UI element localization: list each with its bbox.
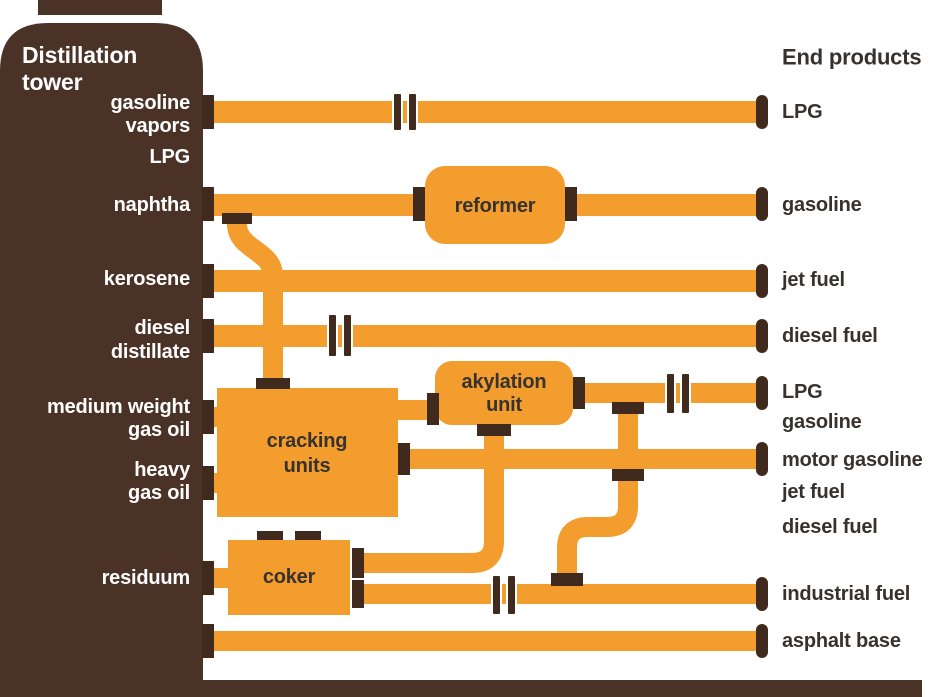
collar-cracking-top xyxy=(256,378,290,389)
pipe-cracking-to-motor-gasoline xyxy=(398,449,762,469)
valve-industrial-a xyxy=(491,574,502,616)
tower-text-group: Distillation tower gasoline vapors LPG n… xyxy=(22,42,191,589)
process-units-group xyxy=(217,166,573,615)
valves-group xyxy=(327,92,691,616)
end-cap-lpg xyxy=(756,95,768,129)
product-diesel-fuel-2: diesel fuel xyxy=(782,516,878,538)
product-motor-gasoline: motor gasoline xyxy=(782,449,923,471)
pipe-residuum-to-asphalt-base xyxy=(203,631,762,651)
end-cap-gasoline xyxy=(756,187,768,221)
pipe-crossover-riser xyxy=(557,398,638,596)
end-cap-industrial-fuel xyxy=(756,577,768,611)
pipe-diesel-distillate-to-diesel-fuel xyxy=(203,325,762,347)
end-cap-asphalt-base xyxy=(756,624,768,658)
product-gasoline: gasoline xyxy=(782,194,862,216)
unit-text-group: reformer akylation unit cracking units c… xyxy=(263,195,547,588)
flange-kerosene xyxy=(202,264,214,298)
tower-label-heavy: heavy xyxy=(134,459,191,481)
tower-label-naphtha: naphtha xyxy=(114,194,191,216)
tower-label-gas-oil-1: gas oil xyxy=(128,419,190,441)
valve-diesel-a xyxy=(327,313,338,358)
flange-gasoline-vapors xyxy=(202,95,214,129)
tower-label-residuum: residuum xyxy=(102,567,190,589)
flange-coker-outlet-bottom xyxy=(352,580,364,608)
product-lpg: LPG xyxy=(782,101,823,123)
tower-label-kerosene: kerosene xyxy=(104,268,190,290)
tower-label-gas-oil-2: gas oil xyxy=(128,482,190,504)
valve-lpg-gasoline-a xyxy=(665,372,676,415)
fittings-group xyxy=(202,95,768,658)
base-bar xyxy=(0,680,922,697)
coker-top-tab-right xyxy=(295,531,321,540)
product-gasoline-2: gasoline xyxy=(782,411,862,433)
collar-riser-motor-gasoline-line xyxy=(612,469,644,481)
akylation-label-line2: unit xyxy=(486,394,522,416)
cracking-label-line1: cracking xyxy=(267,430,348,452)
reformer-unit-box xyxy=(425,166,565,244)
product-lpg-2: LPG xyxy=(782,381,823,403)
akylation-unit-box xyxy=(435,361,573,425)
end-cap-diesel-fuel xyxy=(756,319,768,353)
collar-riser-lpg-line xyxy=(612,402,644,414)
pipe-naphtha-branch-to-cracking xyxy=(227,210,283,392)
tower-label-diesel: diesel xyxy=(135,317,191,339)
distillation-tower-group xyxy=(0,0,922,697)
flange-reformer-outlet xyxy=(565,187,577,221)
valve-industrial-b xyxy=(506,574,517,616)
pipe-coker-riser-to-akylation xyxy=(358,428,504,573)
valve-gasoline-vapors-b xyxy=(407,92,418,132)
flange-diesel-distillate xyxy=(202,319,214,353)
flange-coker-outlet-top xyxy=(352,548,364,578)
flange-asphalt-base xyxy=(202,624,214,658)
flange-reformer-inlet xyxy=(413,187,425,221)
reformer-label: reformer xyxy=(455,195,536,217)
curved-pipes-group xyxy=(227,210,638,596)
tower-body xyxy=(0,23,203,697)
coker-box xyxy=(228,540,350,615)
end-products-header: End products xyxy=(782,45,921,70)
valve-lpg-gasoline-b xyxy=(680,372,691,415)
flange-cracking-outlet xyxy=(398,443,410,475)
collar-akylation-bottom xyxy=(477,424,511,436)
akylation-label-line1: akylation xyxy=(462,371,547,393)
tower-label-medium-weight: medium weight xyxy=(47,396,191,418)
product-asphalt-base: asphalt base xyxy=(782,630,901,652)
tower-neck xyxy=(38,0,162,15)
flange-akylation-inlet xyxy=(427,393,439,425)
end-products-group: End products LPG gasoline jet fuel diese… xyxy=(781,45,923,653)
cracking-units-box xyxy=(217,388,398,517)
flange-heavy-gas-oil xyxy=(202,466,214,500)
tower-title-line2: tower xyxy=(22,69,83,95)
flange-naphtha xyxy=(202,187,214,221)
coker-label: coker xyxy=(263,566,316,588)
end-cap-motor-gasoline xyxy=(756,442,768,476)
end-cap-jet-fuel xyxy=(756,264,768,298)
pipe-kerosene-to-jet-fuel xyxy=(203,270,762,292)
valve-gasoline-vapors-a xyxy=(392,92,403,132)
tower-label-distillate: distillate xyxy=(111,341,190,363)
product-diesel-fuel: diesel fuel xyxy=(782,325,878,347)
tower-label-lpg: LPG xyxy=(149,146,190,168)
product-jet-fuel: jet fuel xyxy=(781,269,845,291)
cracking-label-line2: units xyxy=(284,455,331,477)
collar-naphtha-branch xyxy=(222,213,252,224)
pipe-gasoline-vapors-to-lpg xyxy=(203,101,762,123)
product-jet-fuel-2: jet fuel xyxy=(781,481,845,503)
flange-medium-weight-gas-oil xyxy=(202,400,214,434)
collar-riser-industrial-line xyxy=(551,573,583,586)
coker-top-tab-left xyxy=(257,531,283,540)
tower-label-gasoline: gasoline xyxy=(110,92,190,114)
valve-diesel-b xyxy=(342,313,353,358)
end-cap-lpg-gasoline xyxy=(756,376,768,410)
flange-akylation-outlet xyxy=(573,377,585,409)
flange-residuum xyxy=(202,561,214,595)
tower-label-vapors: vapors xyxy=(126,115,190,137)
product-industrial-fuel: industrial fuel xyxy=(782,583,910,605)
tower-title-line1: Distillation xyxy=(22,42,137,68)
